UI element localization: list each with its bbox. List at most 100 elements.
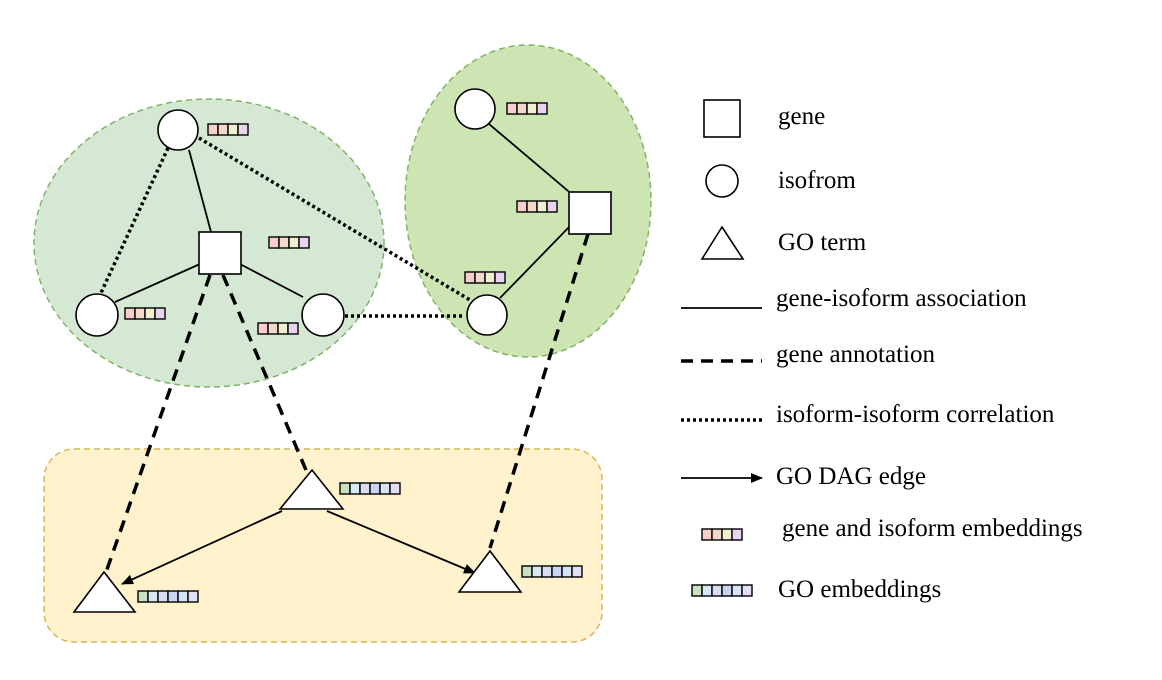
embedding-cell	[516, 102, 528, 115]
embedding-cell	[167, 590, 179, 603]
embedding-cell	[711, 528, 723, 541]
embedding-cell	[268, 236, 280, 249]
embedding-cell	[298, 236, 310, 249]
legend-gene-label: gene	[778, 103, 825, 130]
nodes	[72, 88, 612, 613]
go-term-node	[278, 468, 345, 510]
embedding-cell	[389, 482, 401, 495]
go-embedding	[137, 590, 199, 603]
embedding-cell	[464, 271, 476, 284]
embedding-cell	[536, 200, 548, 213]
gene-node	[568, 191, 612, 235]
embedding-cell	[546, 200, 558, 213]
embeddings	[124, 102, 583, 603]
go-term-node	[457, 549, 523, 593]
legend-go-term-symbol	[700, 225, 745, 260]
gene-isoform-embedding	[464, 271, 506, 284]
edges	[98, 123, 590, 585]
embedding-cell	[257, 322, 269, 335]
embedding-cell	[691, 584, 703, 597]
embedding-cell	[379, 482, 391, 495]
gene-isoform-embedding	[506, 102, 548, 115]
legend-go-embedding-symbol	[691, 584, 753, 597]
embedding-cell	[571, 565, 583, 578]
isoform-node	[466, 294, 508, 336]
legend-isoform-label: isofrom	[778, 167, 856, 194]
embedding-cell	[541, 565, 553, 578]
embedding-cell	[494, 271, 506, 284]
embedding-cell	[521, 565, 533, 578]
legend-annotation-label: gene annotation	[776, 341, 935, 368]
edge-gene-isoform-association	[499, 223, 573, 299]
embedding-cell	[267, 322, 279, 335]
edge-gene-annotation	[102, 274, 212, 579]
legend-go-term-label: GO term	[778, 229, 867, 256]
edge-isoform-isoform-correlation	[98, 147, 170, 296]
gene-isoform-embedding	[257, 322, 299, 335]
legend-correlation-label: isoform-isoform correlation	[776, 401, 1055, 428]
isoform-node	[75, 293, 119, 337]
go-term-node	[72, 570, 137, 613]
embedding-cell	[551, 565, 563, 578]
embedding-cell	[349, 482, 361, 495]
isoform-node	[454, 88, 496, 130]
embedding-cell	[154, 307, 166, 320]
embedding-cell	[227, 123, 239, 136]
embedding-cell	[701, 528, 713, 541]
edge-isoform-isoform-correlation	[198, 136, 471, 302]
embedding-cell	[731, 528, 743, 541]
edge-gene-isoform-association	[188, 149, 212, 233]
embedding-cell	[369, 482, 381, 495]
embedding-cell	[177, 590, 189, 603]
legend-go-embedding-label: GO embeddings	[778, 576, 941, 603]
embedding-cell	[721, 528, 733, 541]
go-term-region	[43, 448, 603, 643]
legend-dag-label: GO DAG edge	[776, 463, 926, 490]
embedding-cell	[531, 565, 543, 578]
edge-gene-annotation	[221, 274, 308, 471]
embedding-cell	[124, 307, 136, 320]
edge-gene-isoform-association	[239, 263, 304, 298]
gene-isoform-embedding	[268, 236, 310, 249]
embedding-cell	[711, 584, 723, 597]
embedding-cell	[237, 123, 249, 136]
embedding-cell	[144, 307, 156, 320]
gene-node	[198, 231, 242, 275]
legend: gene isofrom GO term gene-isoform associ…	[681, 99, 1083, 603]
gene-isoform-embedding	[124, 307, 166, 320]
legend-gene-symbol	[703, 99, 741, 138]
embedding-cell	[731, 584, 743, 597]
embedding-cell	[721, 584, 733, 597]
gene-isoform-embedding	[516, 200, 558, 213]
embedding-cell	[287, 322, 299, 335]
edge-gene-isoform-association	[114, 263, 201, 303]
embedding-cell	[561, 565, 573, 578]
embedding-cell	[526, 200, 538, 213]
edge-go-dag	[121, 510, 283, 585]
edge-go-dag	[326, 510, 476, 574]
legend-isoform-symbol	[705, 164, 739, 198]
embedding-cell	[526, 102, 538, 115]
embedding-cell	[288, 236, 300, 249]
legend-association-label: gene-isoform association	[776, 285, 1027, 312]
embedding-cell	[187, 590, 199, 603]
isoform-node	[157, 109, 199, 151]
embedding-cell	[217, 123, 229, 136]
embedding-cell	[147, 590, 159, 603]
embedding-cell	[701, 584, 713, 597]
embedding-cell	[484, 271, 496, 284]
regions	[33, 44, 652, 643]
embedding-cell	[207, 123, 219, 136]
embedding-cell	[137, 590, 149, 603]
legend-gene-embedding-label: gene and isoform embeddings	[782, 515, 1083, 542]
embedding-cell	[157, 590, 169, 603]
embedding-cell	[277, 322, 289, 335]
embedding-cell	[134, 307, 146, 320]
go-embedding	[521, 565, 583, 578]
embedding-cell	[339, 482, 351, 495]
embedding-cell	[474, 271, 486, 284]
edge-gene-isoform-association	[488, 123, 575, 197]
gene-isoform-embedding	[207, 123, 249, 136]
